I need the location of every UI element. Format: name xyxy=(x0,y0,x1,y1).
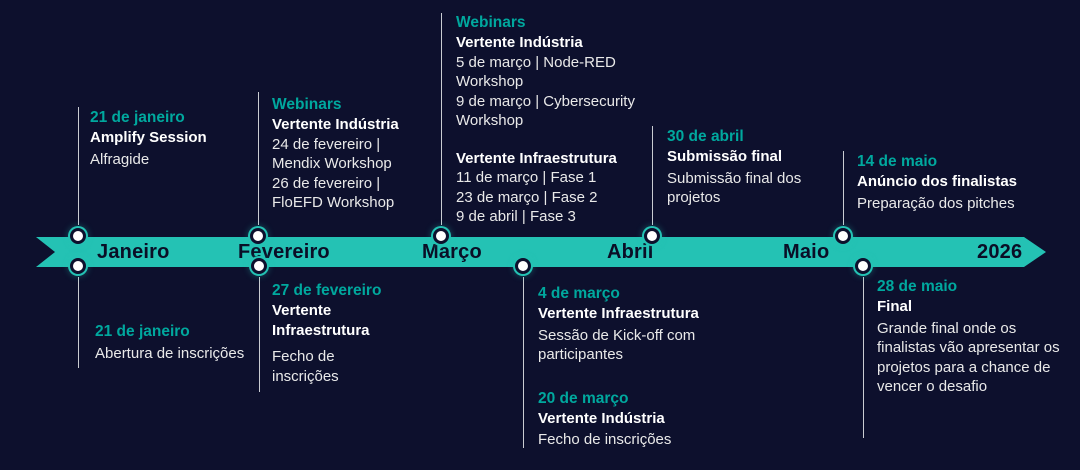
year-label-2026: 2026 xyxy=(977,241,1023,263)
event-line: 5 de março | Node-RED Workshop xyxy=(456,53,616,91)
connector-line xyxy=(78,277,79,368)
timeline-node-fev-below xyxy=(251,258,267,274)
event-title: Vertente Indústria xyxy=(272,116,399,133)
event-fev-webinars: Webinars Vertente Indústria 24 de fevere… xyxy=(272,95,417,213)
event-date: 21 de janeiro xyxy=(95,323,190,340)
event-title: Final xyxy=(877,298,913,315)
timeline-node-fev-above xyxy=(250,228,266,244)
event-line: 9 de março | Cybersecurity Workshop xyxy=(456,92,635,130)
connector-line xyxy=(523,277,524,448)
event-title: Vertente Infraestrutura xyxy=(456,149,617,167)
month-label-marco: Março xyxy=(422,241,482,263)
event-mar-webinars: Webinars Vertente Indústria 5 de março |… xyxy=(456,13,662,227)
event-fev-fecho-inscricoes: 27 de fevereiro Vertente Infraestrutura … xyxy=(272,281,392,386)
event-title: Vertente Infraestrutura xyxy=(272,302,370,339)
event-title: Vertente Indústria xyxy=(456,34,583,51)
timeline-node-jan-above xyxy=(70,228,86,244)
timeline-node-mar-above xyxy=(433,228,449,244)
event-title: Anúncio dos finalistas xyxy=(857,173,1018,190)
event-maio-final: 28 de maio Final Grande final onde os fi… xyxy=(877,277,1073,397)
connector-line xyxy=(652,126,653,225)
event-body: Alfragide xyxy=(90,150,150,168)
event-body: Submissão final dos projetos xyxy=(667,169,802,207)
connector-line xyxy=(863,277,864,438)
event-body: Grande final onde os finalistas vão apre… xyxy=(877,319,1060,396)
event-body: Fecho de inscrições xyxy=(272,348,339,385)
event-date: 14 de maio xyxy=(857,153,938,170)
event-title: Amplify Session xyxy=(90,129,207,146)
event-line: 9 de abril | Fase 3 xyxy=(456,208,576,225)
event-line: 24 de fevereiro | Mendix Workshop xyxy=(272,135,392,173)
event-body: Fecho de inscrições xyxy=(538,431,672,448)
event-body: Sessão de Kick-off com participantes xyxy=(538,326,696,364)
month-label-janeiro: Janeiro xyxy=(97,241,170,263)
month-label-abril: Abril xyxy=(607,241,654,263)
event-maio-anuncio-finalistas: 14 de maio Anúncio dos finalistas Prepar… xyxy=(857,152,1042,213)
timeline-band xyxy=(36,237,1046,267)
event-mar-kickoff-e-fecho: 4 de março Vertente Infraestrutura Sessã… xyxy=(538,284,720,450)
event-date: 28 de maio xyxy=(877,278,958,295)
event-date: Webinars xyxy=(272,96,342,113)
timeline-node-maio-below xyxy=(855,258,871,274)
event-date: 27 de fevereiro xyxy=(272,282,382,299)
event-body: Preparação dos pitches xyxy=(857,194,1015,212)
event-jan-abertura-inscricoes: 21 de janeiro Abertura de inscrições xyxy=(95,322,280,364)
timeline-node-abr-above xyxy=(644,228,660,244)
event-line: 11 de março | Fase 1 xyxy=(456,169,597,186)
connector-line xyxy=(78,107,79,225)
connector-line xyxy=(441,13,442,225)
event-date: 30 de abril xyxy=(667,128,744,145)
timeline-node-mar-below xyxy=(515,258,531,274)
event-jan-amplify-session: 21 de janeiro Amplify Session Alfragide xyxy=(90,108,268,169)
event-date: 21 de janeiro xyxy=(90,109,185,126)
event-line: 26 de fevereiro | FloEFD Workshop xyxy=(272,174,395,212)
event-title: Vertente Indústria xyxy=(538,409,665,427)
event-body: Abertura de inscrições xyxy=(95,345,245,362)
event-date: 4 de março xyxy=(538,285,620,302)
connector-line xyxy=(258,92,259,225)
event-abr-submissao-final: 30 de abril Submissão final Submissão fi… xyxy=(667,127,829,208)
timeline-node-maio-above xyxy=(835,228,851,244)
month-label-maio: Maio xyxy=(783,241,830,263)
event-date: 20 de março xyxy=(538,389,629,407)
event-title: Vertente Infraestrutura xyxy=(538,305,699,322)
connector-line xyxy=(843,151,844,225)
timeline-node-jan-below xyxy=(70,258,86,274)
month-label-fevereiro: Fevereiro xyxy=(238,241,330,263)
event-date: Webinars xyxy=(456,14,526,31)
event-line: 23 de março | Fase 2 xyxy=(456,188,598,206)
connector-line xyxy=(259,277,260,392)
event-title: Submissão final xyxy=(667,148,783,165)
